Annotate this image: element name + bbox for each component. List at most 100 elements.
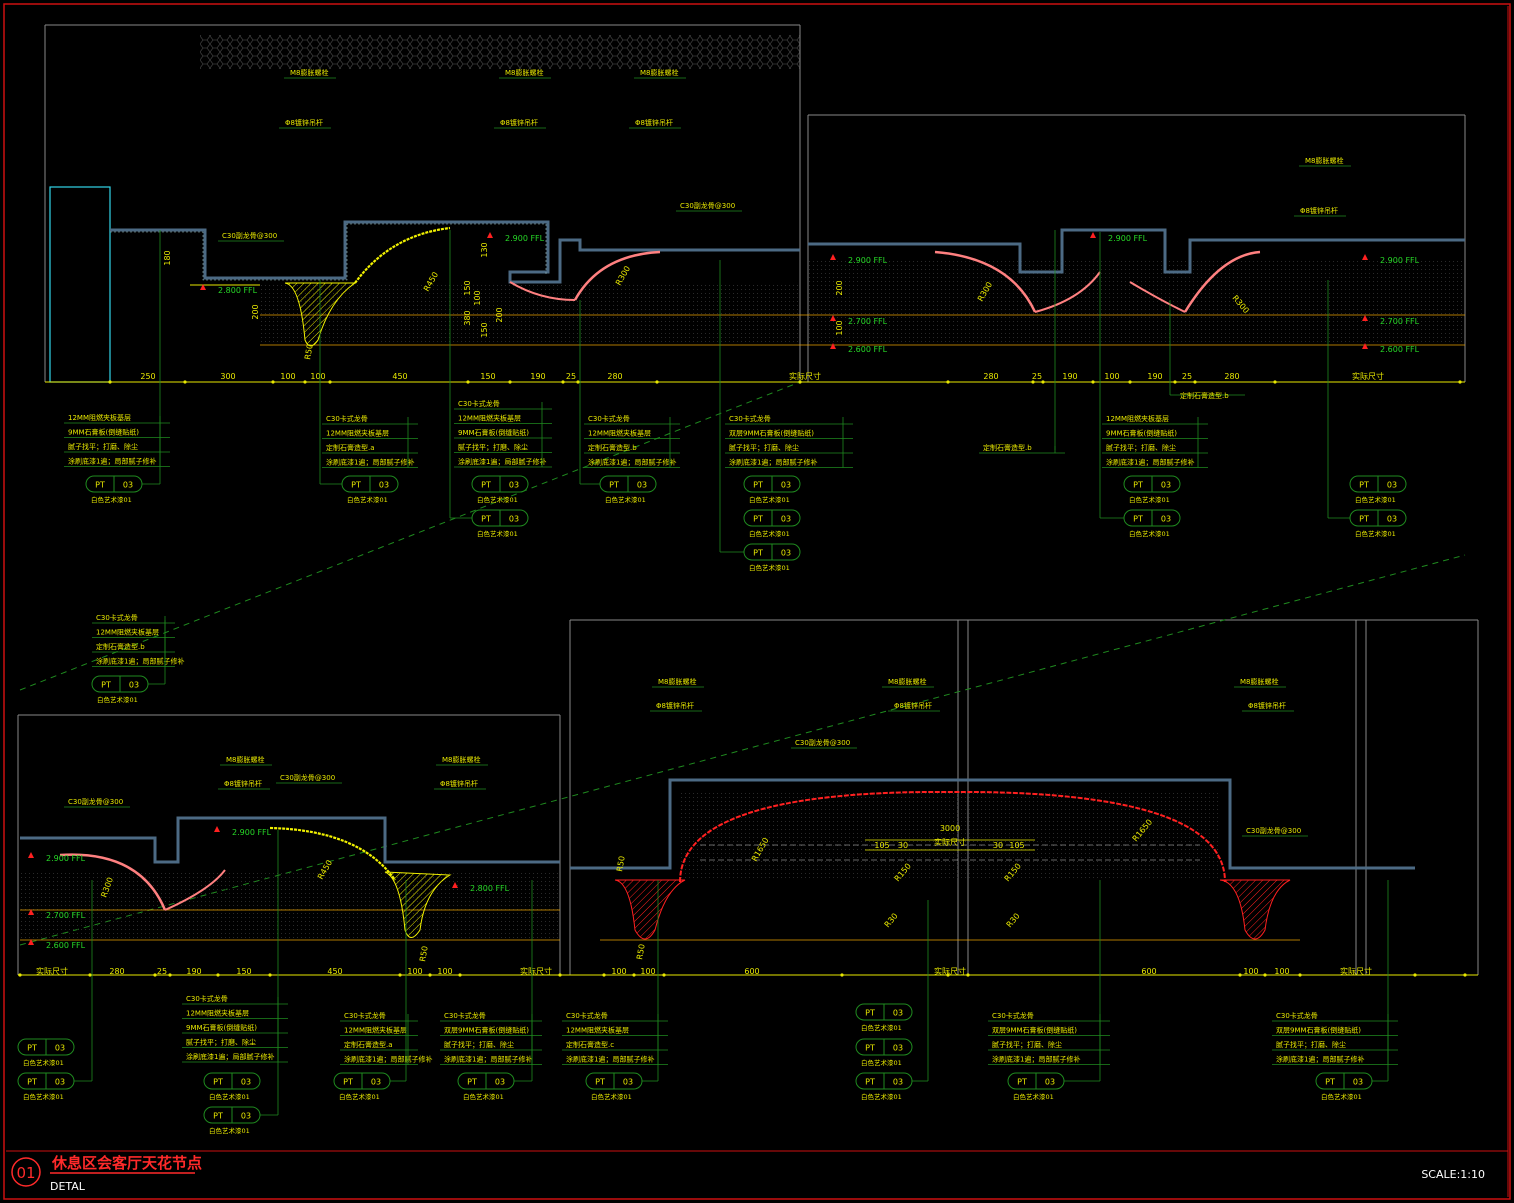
callout-line: 涂刷底漆1遍；局部腻子修补 [458, 457, 546, 466]
pt-tag-note: 白色艺术漆01 [591, 1092, 632, 1101]
dimension-label: 100 [310, 372, 325, 381]
dimension-tick [1413, 973, 1417, 977]
dimension-label: 280 [1224, 372, 1239, 381]
dimension-tick [561, 380, 565, 384]
dimension-label: 25 [1182, 372, 1192, 381]
level-label: 2.900 FFL [1380, 256, 1420, 265]
level-label: 2.600 FFL [848, 345, 888, 354]
wall-column [49, 186, 111, 383]
callout-line: 涂刷底漆1遍；局部腻子修补 [729, 458, 817, 467]
radius-label: R30 [1005, 911, 1022, 929]
dimension-tick [466, 380, 470, 384]
dimension-label: 100 [1104, 372, 1119, 381]
dimension-label: 100 [437, 967, 452, 976]
dimension-tick [1193, 380, 1197, 384]
hanger-rod-label: Φ8镀锌吊杆 [500, 118, 538, 127]
dimension-tick [558, 973, 562, 977]
callout-line: 涂刷底漆1遍；局部腻子修补 [1106, 458, 1194, 467]
radius-label: R50 [418, 945, 430, 962]
pt-tag-number: 03 [1387, 515, 1397, 524]
radius-label: R300 [614, 264, 632, 287]
callout-line: 9MM石膏板(倒缝贴纸) [458, 428, 529, 437]
pt-tag-note: 白色艺术漆01 [23, 1058, 64, 1067]
pt-tag-code: PT [481, 481, 491, 490]
hanger-rod-label: Φ8镀锌吊杆 [285, 118, 323, 127]
dimension-tick [655, 380, 659, 384]
callout-line: 涂刷底漆1遍；局部腻子修补 [566, 1055, 654, 1064]
pt-tag-number: 03 [781, 481, 791, 490]
keel-label: C30副龙骨@300 [680, 201, 735, 210]
level-label: 2.700 FFL [848, 317, 888, 326]
drawing-subtitle: DETAL [50, 1180, 86, 1193]
sheet-border [3, 3, 1511, 1200]
callout-line: C30卡式龙骨 [729, 414, 771, 423]
keel-label: C30副龙骨@300 [795, 738, 850, 747]
pt-tag-code: PT [753, 549, 763, 558]
level-marker [28, 909, 34, 915]
pt-tag-code: PT [351, 481, 361, 490]
dimension-tick [398, 973, 402, 977]
callout-line: 12MM阻燃夹板基层 [344, 1026, 407, 1035]
pt-tag-note: 白色艺术漆01 [1129, 529, 1170, 538]
callout-line: C30卡式龙骨 [992, 1011, 1034, 1020]
level-marker [452, 882, 458, 888]
dimension-tick [88, 973, 92, 977]
pt-tag-code: PT [865, 1009, 875, 1018]
dimension-label: 600 [744, 967, 759, 976]
pt-tag-note: 白色艺术漆01 [477, 529, 518, 538]
pt-tag-note: 白色艺术漆01 [209, 1092, 250, 1101]
pt-tag-code: PT [1325, 1078, 1335, 1087]
detail-number: 01 [16, 1164, 35, 1182]
pt-tag-note: 白色艺术漆01 [861, 1058, 902, 1067]
callout-line: 涂刷底漆1遍；局部腻子修补 [992, 1055, 1080, 1064]
callout-line: 12MM阻燃夹板基层 [96, 628, 159, 637]
pt-tag-code: PT [865, 1044, 875, 1053]
pt-tag-number: 03 [55, 1044, 65, 1053]
pt-tag-code: PT [95, 481, 105, 490]
dimension-label: 190 [1062, 372, 1077, 381]
dimension-label: 100 [611, 967, 626, 976]
callout-line: 定制石膏造型.a [326, 443, 375, 452]
pt-tag-code: PT [753, 481, 763, 490]
pt-tag-code: PT [1359, 481, 1369, 490]
dimension-label: 25 [1032, 372, 1042, 381]
pt-tag-number: 03 [509, 515, 519, 524]
radius-label: R30 [883, 911, 900, 929]
pt-tag-code: PT [1133, 515, 1143, 524]
pt-tag-note: 白色艺术漆01 [749, 529, 790, 538]
level-marker [28, 939, 34, 945]
dimension-label: 280 [109, 967, 124, 976]
callout-line: 9MM石膏板(倒缝贴纸) [1106, 429, 1177, 438]
callout-line: 双层9MM石膏板(倒缝贴纸) [1276, 1026, 1361, 1035]
dimension-tick [1458, 380, 1462, 384]
callout-line: 9MM石膏板(倒缝贴纸) [186, 1023, 257, 1032]
dimension-tick [18, 973, 22, 977]
hanger-rod-label: Φ8镀锌吊杆 [224, 779, 262, 788]
dimension-tick [946, 380, 950, 384]
center-dimension: 30 [993, 841, 1003, 850]
callout-line: 双层9MM石膏板(倒缝贴纸) [444, 1026, 529, 1035]
dimension-tick [328, 380, 332, 384]
level-label: 2.900 FFL [505, 234, 545, 243]
callout-line: 腻子找平；打磨、除尘 [729, 443, 799, 452]
callout-line: C30卡式龙骨 [326, 414, 368, 423]
level-label: 2.700 FFL [46, 911, 86, 920]
level-label: 2.900 FFL [1108, 234, 1148, 243]
callout-line: 双层9MM石膏板(倒缝贴纸) [729, 429, 814, 438]
callout-line: 定制石膏造型.c [566, 1040, 614, 1049]
pt-tag-note: 白色艺术漆01 [209, 1126, 250, 1135]
level-label: 2.600 FFL [1380, 345, 1420, 354]
pt-tag-code: PT [753, 515, 763, 524]
dimension-tick [798, 380, 802, 384]
hanger-rod-label: Φ8镀锌吊杆 [1300, 206, 1338, 215]
pt-tag-number: 03 [55, 1078, 65, 1087]
vertical-dimension: 100 [473, 290, 482, 305]
callout-line: 12MM阻燃夹板基层 [68, 413, 131, 422]
keel-label: C30副龙骨@300 [222, 231, 277, 240]
callout-line: 12MM阻燃夹板基层 [186, 1009, 249, 1018]
callout-line: 腻子找平；打磨、除尘 [1106, 443, 1176, 452]
vertical-dimension: 100 [835, 320, 844, 335]
callout-line: C30卡式龙骨 [566, 1011, 608, 1020]
dimension-tick [1298, 973, 1302, 977]
